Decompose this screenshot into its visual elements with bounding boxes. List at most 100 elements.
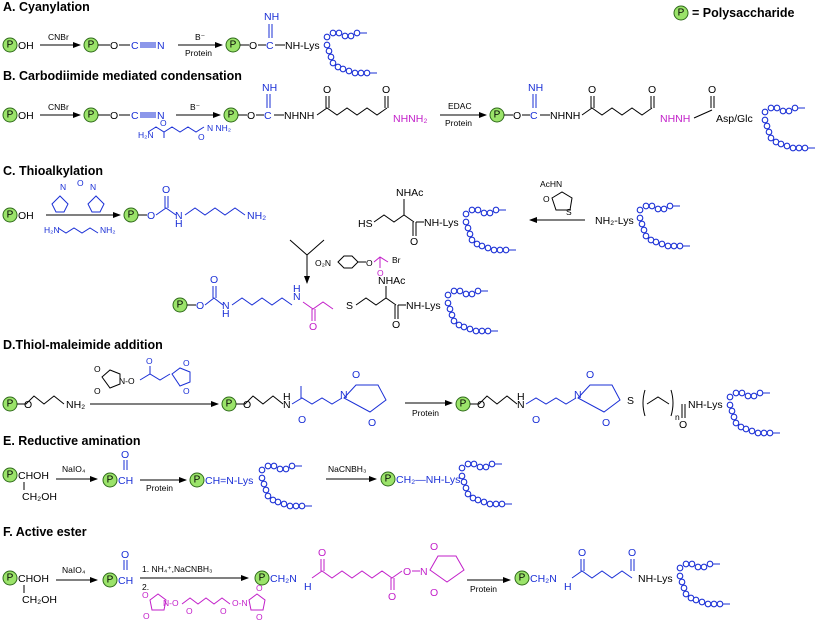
svg-text:O: O <box>298 414 306 426</box>
svg-text:NH-Lys: NH-Lys <box>406 300 441 312</box>
svg-text:S: S <box>346 300 353 312</box>
svg-text:OH: OH <box>18 210 34 222</box>
svg-text:O: O <box>477 399 485 411</box>
svg-text:CHOH: CHOH <box>18 573 49 585</box>
svg-text:O: O <box>513 110 521 122</box>
reagent-label: CNBr <box>48 32 69 42</box>
section-d-title: D.Thiol-maleimide addition <box>3 338 163 352</box>
svg-text:O-N: O-N <box>232 598 248 608</box>
protein-icon <box>761 104 815 152</box>
svg-text:P: P <box>107 475 114 486</box>
svg-text:n: n <box>675 412 680 422</box>
protein-icon <box>636 202 690 250</box>
svg-text:1. NH₄⁺,NaCNBH₃: 1. NH₄⁺,NaCNBH₃ <box>142 564 212 574</box>
svg-text:C: C <box>266 40 274 52</box>
svg-text:NHAc: NHAc <box>378 275 405 287</box>
svg-text:O: O <box>679 419 687 431</box>
svg-text:N: N <box>293 291 301 303</box>
svg-text:P: P <box>7 110 14 121</box>
section-e-title: E. Reductive amination <box>3 434 141 448</box>
section-a-scheme: P OH CNBr P O C N B⁻ Protein P O C NH NH… <box>2 11 377 77</box>
svg-text:N: N <box>574 389 582 401</box>
svg-text:N: N <box>222 300 230 312</box>
svg-text:CH: CH <box>118 575 133 587</box>
svg-text:NH-Lys: NH-Lys <box>424 217 459 229</box>
svg-text:C: C <box>131 40 139 52</box>
svg-text:P: P <box>519 573 526 584</box>
svg-text:O: O <box>368 417 376 429</box>
svg-text:Protein: Protein <box>445 118 472 128</box>
svg-text:CHOH: CHOH <box>18 470 49 482</box>
svg-text:B⁻: B⁻ <box>190 102 201 112</box>
section-c-title: C. Thioalkylation <box>3 164 103 178</box>
svg-text:P: P <box>259 573 266 584</box>
svg-text:NHNH: NHNH <box>284 110 314 122</box>
svg-text:O: O <box>183 386 190 396</box>
svg-text:NHNH: NHNH <box>550 110 580 122</box>
svg-text:H: H <box>304 581 312 593</box>
protein-icon <box>458 460 512 508</box>
svg-text:O: O <box>94 364 101 374</box>
svg-text:H₂N: H₂N <box>44 225 60 235</box>
protein-icon <box>444 287 498 335</box>
svg-text:O: O <box>430 541 438 553</box>
svg-text:O: O <box>249 40 257 52</box>
section-a-title: A. Cyanylation <box>3 0 90 14</box>
svg-text:P: P <box>385 474 392 485</box>
svg-text:O: O <box>121 449 129 461</box>
svg-text:O: O <box>220 606 227 616</box>
svg-text:O: O <box>162 184 170 196</box>
svg-text:P: P <box>107 575 114 586</box>
svg-text:C: C <box>530 110 538 122</box>
section-f-title: F. Active ester <box>3 525 87 539</box>
svg-text:N-O: N-O <box>163 598 179 608</box>
svg-text:NH: NH <box>262 82 277 94</box>
svg-text:O: O <box>247 110 255 122</box>
svg-text:O: O <box>142 590 149 600</box>
svg-text:O: O <box>77 178 84 188</box>
svg-text:H₂N: H₂N <box>138 130 154 140</box>
svg-text:O: O <box>318 547 326 559</box>
legend: P = Polysaccharide <box>673 5 795 21</box>
svg-text:N: N <box>420 566 428 578</box>
svg-text:O: O <box>532 414 540 426</box>
svg-text:O: O <box>24 399 32 411</box>
svg-text:O: O <box>210 274 218 286</box>
svg-text:CH₂N: CH₂N <box>270 573 297 585</box>
svg-text:NH: NH <box>264 11 279 23</box>
svg-text:P: P <box>228 110 235 121</box>
svg-text:O₂N: O₂N <box>315 258 331 268</box>
section-b-scheme: P OH CNBr P O C N B⁻ H₂N O O N NH₂ P O C… <box>2 82 815 152</box>
svg-text:O: O <box>543 194 550 204</box>
svg-text:C: C <box>264 110 272 122</box>
svg-text:O: O <box>183 358 190 368</box>
svg-text:N: N <box>90 182 96 192</box>
section-d-scheme: P O NH₂ OO N-O O OO P O N H O N O O Prot… <box>2 356 780 437</box>
svg-text:P: P <box>128 210 135 221</box>
polysaccharide-icon <box>2 37 18 53</box>
legend-symbol: P <box>678 8 685 19</box>
protein-icon <box>258 462 312 510</box>
svg-text:O: O <box>186 606 193 616</box>
protein-icon <box>462 206 516 254</box>
svg-text:P: P <box>88 110 95 121</box>
svg-text:NH-Lys: NH-Lys <box>688 399 723 411</box>
svg-text:N: N <box>157 40 165 52</box>
svg-text:CNBr: CNBr <box>48 102 69 112</box>
section-b-title: B. Carbodiimide mediated condensation <box>3 69 242 83</box>
svg-text:NHNH₂: NHNH₂ <box>393 113 427 125</box>
svg-text:CH: CH <box>118 475 133 487</box>
svg-text:O: O <box>309 321 317 333</box>
svg-text:Protein: Protein <box>185 48 212 58</box>
svg-text:Asp/Glc: Asp/Glc <box>716 113 753 125</box>
svg-text:P: P <box>226 399 233 410</box>
svg-text:O: O <box>382 84 390 96</box>
svg-text:O: O <box>352 369 360 381</box>
svg-text:N NH₂: N NH₂ <box>207 123 231 133</box>
svg-text:NH₂: NH₂ <box>66 399 85 411</box>
svg-text:B⁻: B⁻ <box>195 32 206 42</box>
svg-text:H: H <box>222 308 230 320</box>
svg-text:O: O <box>147 210 155 222</box>
svg-text:O: O <box>94 386 101 396</box>
